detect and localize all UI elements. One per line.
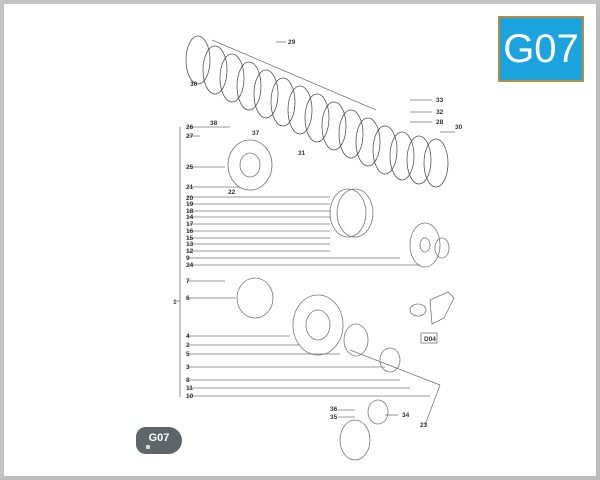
- svg-text:30: 30: [190, 81, 198, 88]
- svg-text:29: 29: [288, 39, 296, 46]
- svg-text:38: 38: [210, 120, 218, 127]
- svg-text:18: 18: [186, 208, 194, 215]
- svg-text:24: 24: [186, 262, 194, 269]
- svg-text:11: 11: [186, 385, 193, 392]
- svg-text:23: 23: [420, 422, 428, 429]
- svg-text:35: 35: [330, 414, 338, 421]
- svg-text:27: 27: [186, 133, 194, 140]
- svg-text:25: 25: [186, 164, 194, 171]
- callout-1: 1: [173, 299, 177, 306]
- svg-text:33: 33: [436, 97, 444, 104]
- svg-text:12: 12: [186, 248, 194, 255]
- svg-text:14: 14: [186, 214, 194, 221]
- svg-text:5: 5: [186, 351, 190, 358]
- svg-text:D04: D04: [424, 336, 436, 343]
- svg-text:32: 32: [436, 109, 444, 116]
- section-tab[interactable]: G07: [136, 427, 182, 454]
- svg-text:2: 2: [186, 342, 190, 349]
- section-code-badge: G07: [498, 16, 584, 82]
- svg-text:10: 10: [186, 393, 194, 400]
- svg-text:36: 36: [330, 406, 338, 413]
- svg-text:26: 26: [186, 124, 194, 131]
- svg-text:3: 3: [186, 364, 190, 371]
- svg-text:7: 7: [186, 278, 190, 285]
- svg-text:22: 22: [228, 189, 236, 196]
- section-tab-label: G07: [148, 432, 170, 444]
- tab-dot-icon: [146, 445, 150, 449]
- svg-text:19: 19: [186, 201, 194, 208]
- svg-text:17: 17: [186, 221, 194, 228]
- svg-text:34: 34: [402, 412, 410, 419]
- svg-text:4: 4: [186, 333, 190, 340]
- svg-text:20: 20: [186, 195, 194, 202]
- svg-text:16: 16: [186, 228, 194, 235]
- svg-text:8: 8: [186, 377, 190, 384]
- svg-text:30: 30: [455, 124, 463, 131]
- svg-text:37: 37: [252, 130, 260, 137]
- svg-text:9: 9: [186, 255, 190, 262]
- svg-text:28: 28: [436, 119, 444, 126]
- svg-text:21: 21: [186, 184, 194, 191]
- svg-text:31: 31: [298, 150, 306, 157]
- svg-text:15: 15: [186, 235, 194, 242]
- svg-text:6: 6: [186, 295, 190, 302]
- svg-text:13: 13: [186, 241, 194, 248]
